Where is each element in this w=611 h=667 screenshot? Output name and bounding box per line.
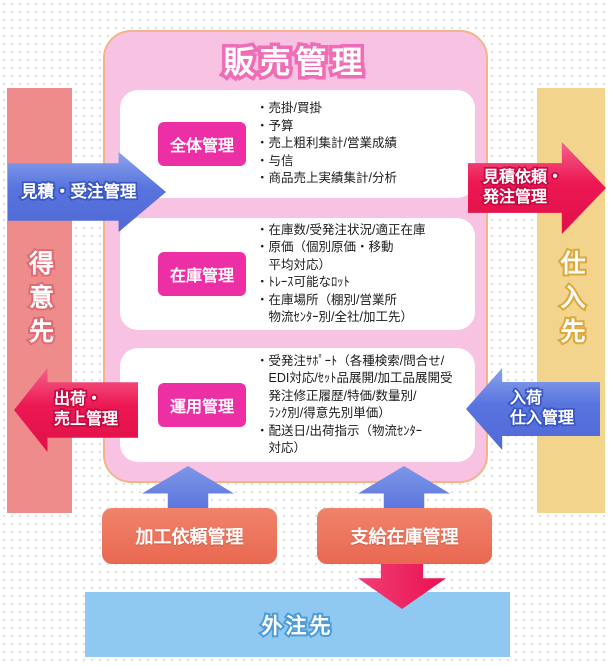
- process-request-box: 加工依頼管理: [102, 508, 277, 564]
- customers-label: 得意先: [24, 248, 56, 354]
- receive-purchase-label: 入荷 仕入管理: [508, 388, 576, 429]
- supplied-inventory-label: 支給在庫管理: [350, 527, 459, 547]
- rfq-po-label: 見積依頼・ 発注管理: [481, 167, 565, 208]
- estimate-order-label: 見積・受注管理: [19, 181, 138, 202]
- overall-management-items: ・売掛/買掛 ・予算 ・売上粗利集計/営業成績 ・与信 ・商品売上実績集計/分析: [256, 101, 397, 186]
- process-request-label: 加工依頼管理: [135, 527, 244, 547]
- suppliers-label: 仕入先: [555, 248, 587, 354]
- customers-bar: 得意先: [7, 88, 72, 513]
- ship-sales-label: 出荷・ 売上管理: [52, 389, 120, 430]
- sales-management-box: 販売管理 全体管理 ・売掛/買掛 ・予算 ・売上粗利集計/営業成績 ・与信 ・商…: [103, 30, 488, 483]
- section-inventory-management: 在庫管理 ・在庫数/受発注状況/適正在庫 ・原価（個別原価・移動 平均対応） ・…: [120, 218, 475, 330]
- supplied-inventory-box: 支給在庫管理: [317, 508, 492, 564]
- overall-management-label: 全体管理: [158, 122, 246, 166]
- subcontractor-box: 外注先: [85, 592, 510, 657]
- subcontractor-label: 外注先: [260, 613, 334, 640]
- section-operation-management: 運用管理 ・受発注ｻﾎﾟｰﾄ（各種検索/問合せ/ EDI対応/ｾｯﾄ品展開/加工…: [120, 348, 475, 462]
- inventory-management-label: 在庫管理: [158, 252, 246, 296]
- diagram-title: 販売管理: [220, 42, 368, 84]
- inventory-management-items: ・在庫数/受発注状況/適正在庫 ・原価（個別原価・移動 平均対応） ・ﾄﾚｰｽ可…: [256, 222, 426, 325]
- operation-management-items: ・受発注ｻﾎﾟｰﾄ（各種検索/問合せ/ EDI対応/ｾｯﾄ品展開/加工品展開受 …: [256, 353, 453, 456]
- operation-management-label: 運用管理: [158, 383, 246, 427]
- section-overall-management: 全体管理 ・売掛/買掛 ・予算 ・売上粗利集計/営業成績 ・与信 ・商品売上実績…: [120, 90, 475, 198]
